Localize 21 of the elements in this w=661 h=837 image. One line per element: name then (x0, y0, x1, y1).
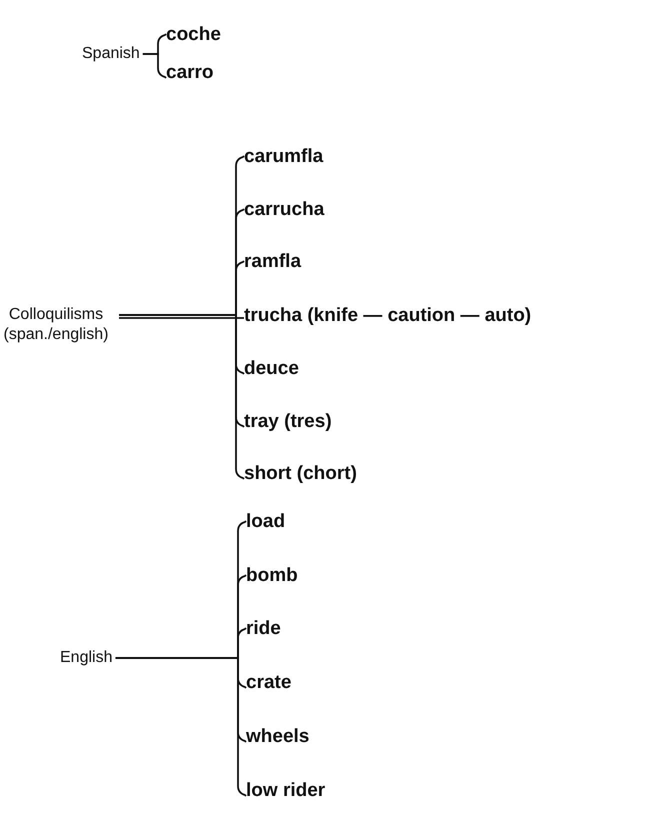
category-label: Colloquilisms (span./english) (0, 305, 116, 345)
bracket-line (119, 317, 244, 319)
bracket-line (115, 657, 246, 797)
word-label: tray (tres) (244, 411, 332, 433)
word-label: carrucha (244, 199, 324, 221)
word-label: crate (246, 672, 292, 694)
word-label: deuce (244, 358, 299, 380)
word-label: short (chort) (244, 463, 357, 485)
word-label: bomb (246, 565, 298, 587)
word-label: ramfla (244, 251, 302, 273)
word-label: trucha (knife — caution — auto) (244, 305, 532, 327)
word-label: low rider (246, 780, 326, 802)
word-label: carro (166, 62, 214, 84)
word-label: load (246, 511, 286, 533)
word-label: coche (166, 24, 221, 46)
bracket-line (142, 53, 167, 79)
category-label: English (60, 648, 112, 668)
word-label: wheels (246, 726, 310, 748)
word-label: ride (246, 618, 281, 640)
word-label: carumfla (244, 146, 324, 168)
category-label: Spanish (82, 44, 140, 64)
